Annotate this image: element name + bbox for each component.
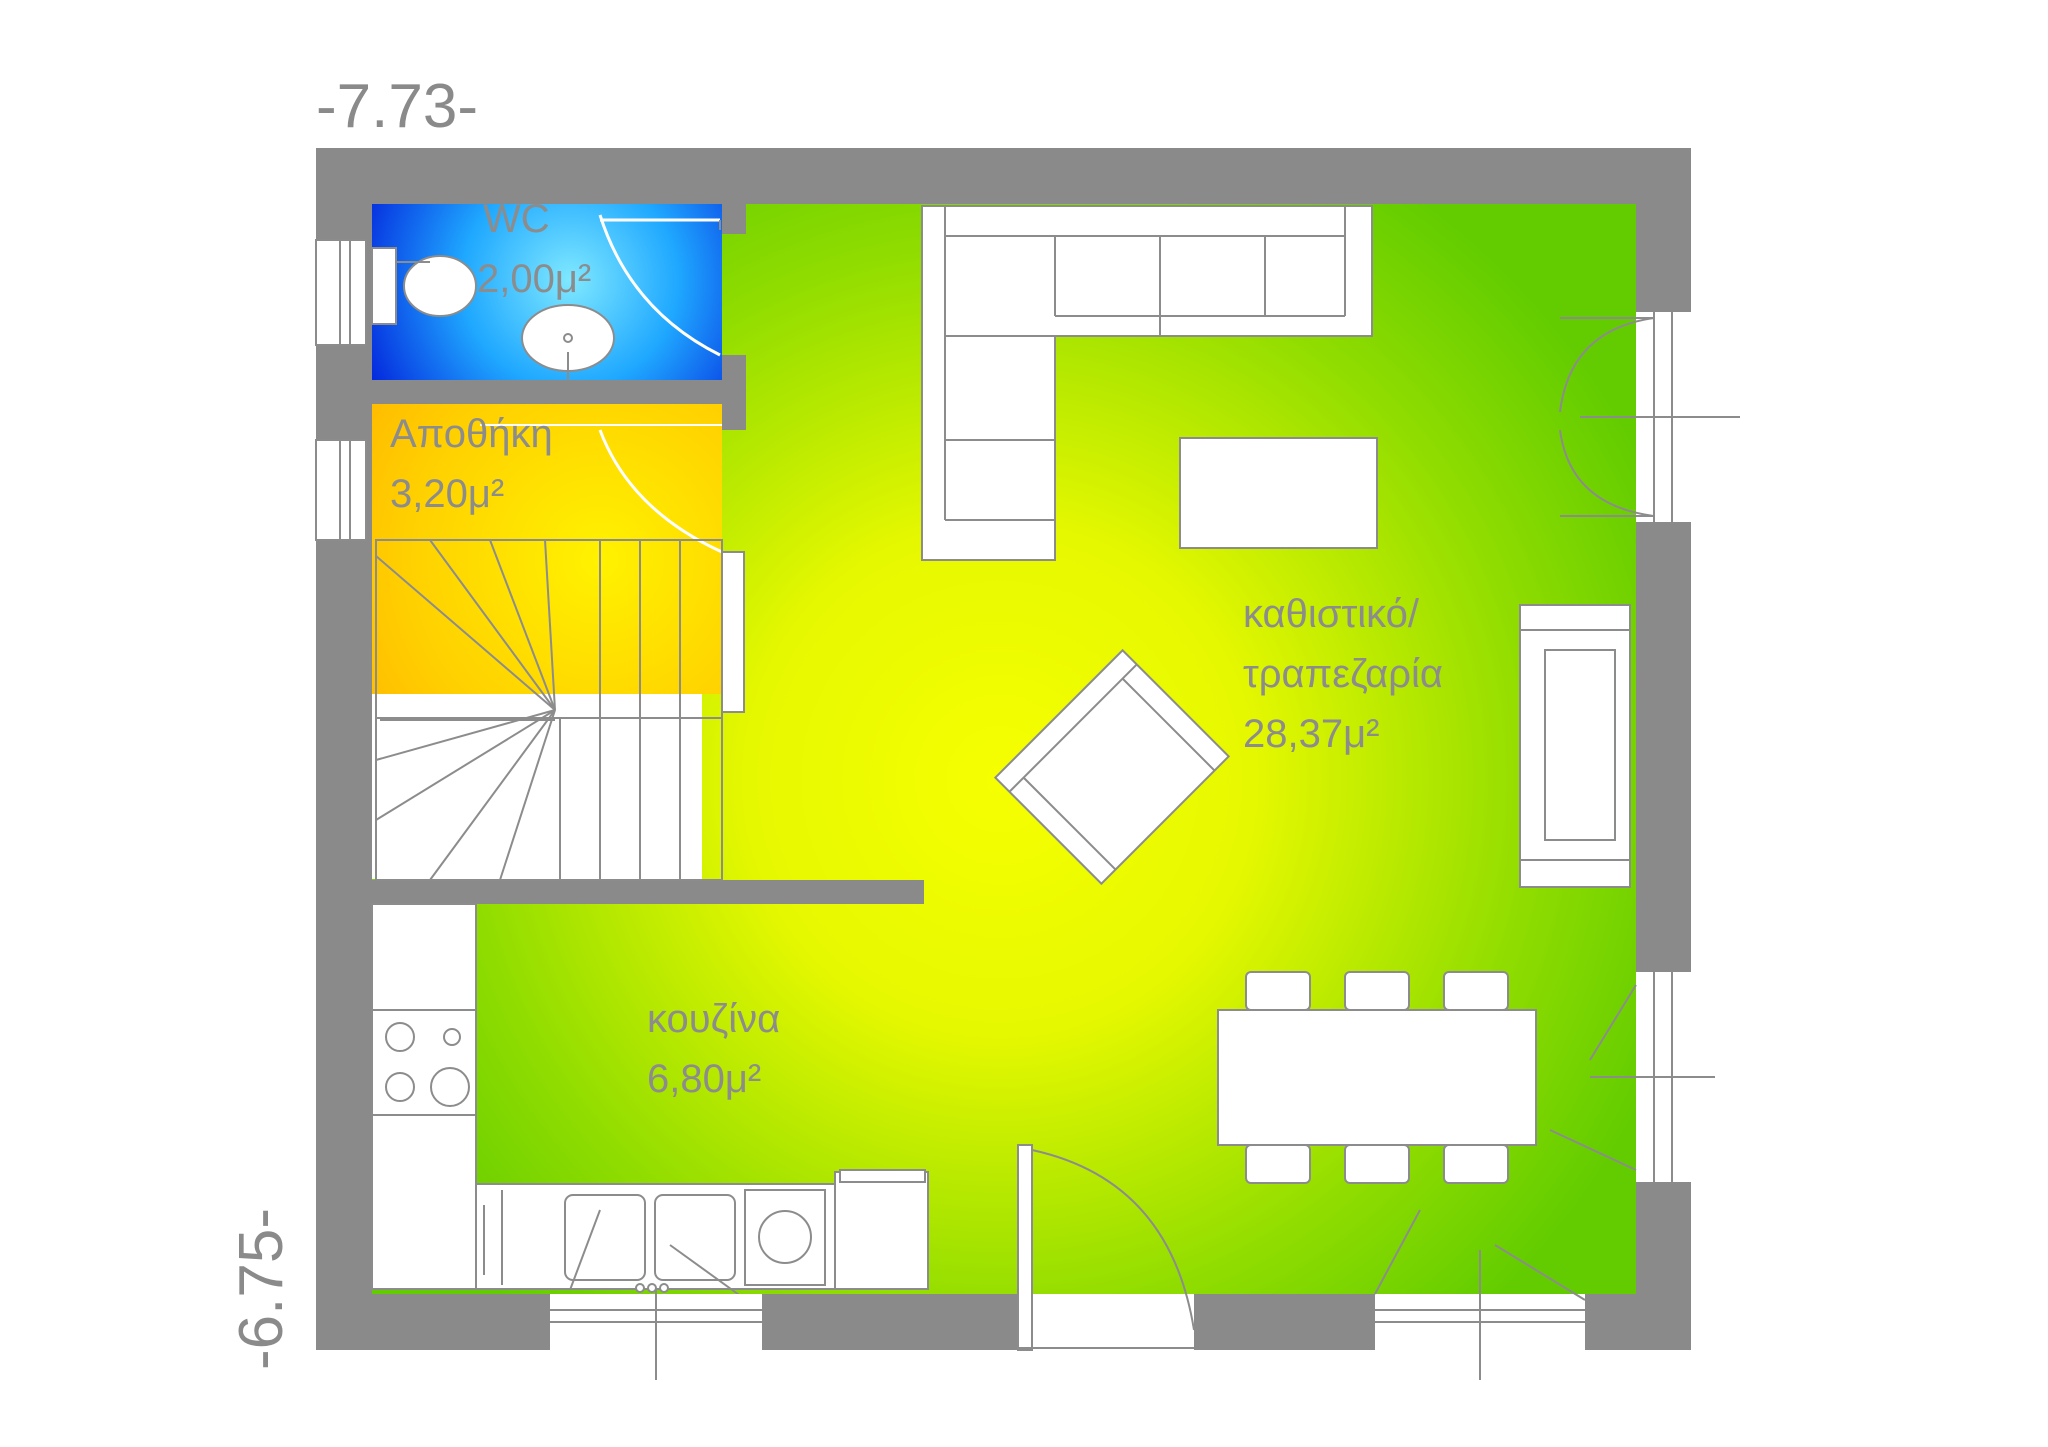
wall-wc-storage (316, 380, 746, 404)
sink-icon (521, 304, 615, 380)
dining-table (1217, 971, 1537, 1184)
storage-area: 3,20μ² (390, 472, 504, 516)
wc-door-swing (598, 214, 721, 357)
living-area: 28,37μ² (1243, 712, 1379, 756)
label-storage: Αποθήκη 3,20μ² (390, 412, 553, 516)
dining-chairs-top (1245, 971, 1509, 1011)
entrance-door-opening (1018, 1294, 1194, 1350)
patio-door-right (1559, 312, 1740, 522)
armchair-rotated (993, 648, 1231, 886)
window-living-bottom-detail (1374, 1209, 1586, 1380)
armchair-right (1519, 604, 1631, 888)
toilet-icon (371, 247, 477, 325)
dimension-width: -7.73- (316, 72, 478, 141)
kitchen-area: 6,80μ² (647, 1057, 761, 1101)
label-kitchen: κουζίνα 6,80μ² (647, 997, 780, 1101)
wall-stairs-kitchen (316, 880, 924, 904)
left-wall-lower (316, 904, 372, 1294)
stair-right-post (721, 551, 745, 713)
window-kitchen-bottom-detail (550, 1283, 762, 1380)
coffee-table (1179, 437, 1378, 549)
entrance-door (1017, 1144, 1195, 1351)
kitchen-counter-bottom (475, 1169, 929, 1311)
corner-sofa (921, 205, 1373, 561)
kitchen-name: κουζίνα (647, 997, 780, 1041)
label-wc: WC 2,00μ² (477, 197, 591, 301)
storage-door-swing (480, 424, 723, 554)
staircase (375, 539, 723, 881)
wc-right-wall (720, 204, 746, 234)
window-right-lower-detail (1549, 972, 1715, 1182)
wc-name: WC (483, 197, 550, 241)
wc-area: 2,00μ² (477, 257, 591, 301)
kitchen-counter-left (371, 903, 477, 1290)
living-name-line2: τραπεζαρία (1243, 652, 1443, 696)
storage-name: Αποθήκη (390, 412, 553, 456)
living-name-line1: καθιστικό/ (1243, 592, 1420, 636)
label-living: καθιστικό/ τραπεζαρία 28,37μ² (1243, 592, 1443, 756)
storage-floor (372, 404, 722, 694)
dimension-height: -6.75- (227, 1208, 296, 1370)
dining-chairs-bottom (1245, 1144, 1509, 1184)
stairs-area (372, 694, 702, 879)
